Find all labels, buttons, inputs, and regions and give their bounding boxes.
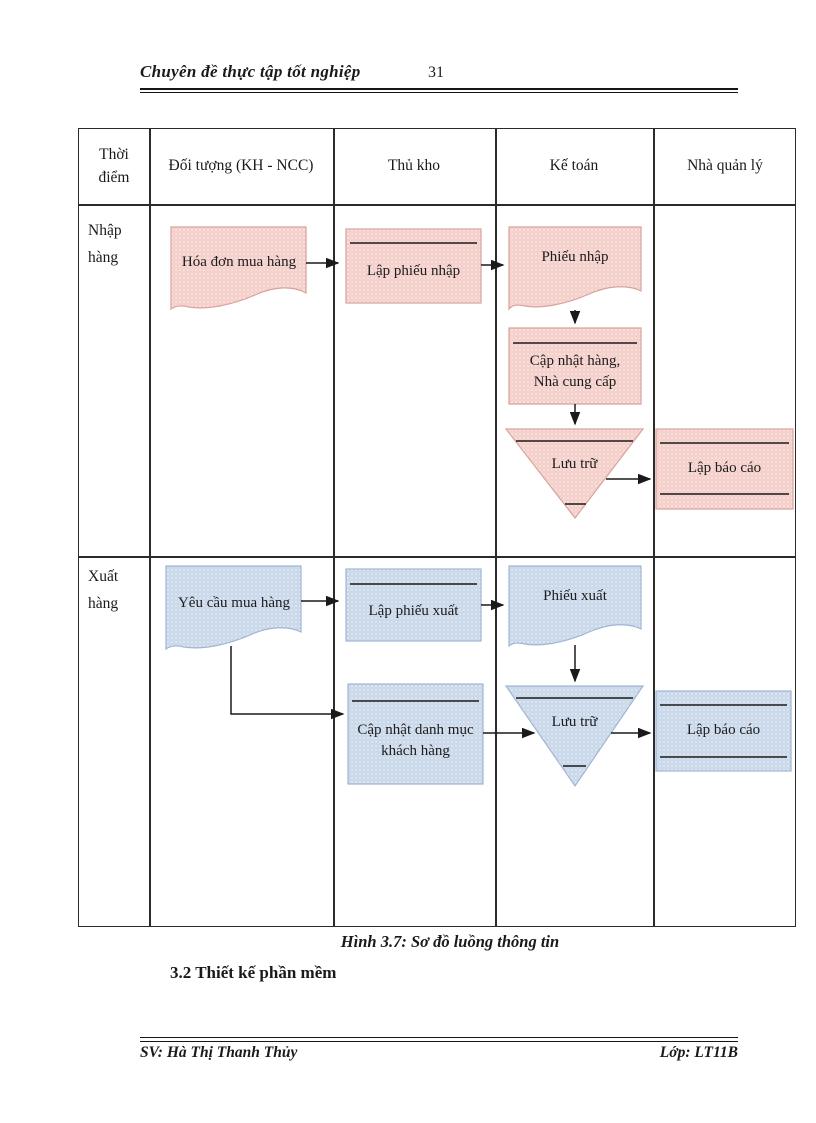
page-number: 31 (428, 64, 444, 81)
grid-vline-1 (149, 129, 151, 926)
col-header-thoi-diem: Thời điểm (98, 146, 130, 186)
grid-vline-4 (653, 129, 655, 926)
footer-rule (140, 1037, 738, 1042)
elbow-arrow-connector (230, 646, 345, 720)
process-box-lap-phieu-nhap (345, 228, 482, 304)
col-header-nha-quan-ly: Nhà quản lý (687, 157, 763, 175)
storage-triangle-nhap (504, 428, 645, 519)
flowchart-shapes (165, 226, 794, 788)
document-shape-yeu-cau (165, 565, 302, 651)
header-rule (140, 88, 738, 93)
report-box-lap-bao-cao-xuat (655, 690, 792, 772)
grid-vline-2 (333, 129, 335, 926)
document-shape-phieu-nhap (508, 226, 642, 311)
information-flow-table: Thời điểm Đối tượng (KH - NCC) Thủ kho K… (78, 128, 796, 927)
section-heading: 3.2 Thiết kế phần mềm (170, 963, 337, 982)
footer-class: Lớp: LT11B (659, 1044, 738, 1061)
process-box-cap-nhat-danh-muc (347, 683, 484, 785)
header-title: Chuyên đề thực tập tốt nghiệp (140, 62, 361, 81)
grid-hline-rows (79, 556, 795, 558)
page-footer: SV: Hà Thị Thanh Thủy Lớp: LT11B (140, 1044, 738, 1062)
process-box-lap-phieu-xuat (345, 568, 482, 642)
document-shape-hoa-don (170, 226, 307, 311)
page-header: Chuyên đề thực tập tốt nghiệp 31 (140, 62, 737, 88)
col-header-ke-toan: Kế toán (549, 157, 599, 175)
storage-triangle-xuat (504, 685, 645, 788)
document-shape-phieu-xuat (508, 565, 642, 648)
footer-student-name: SV: Hà Thị Thanh Thủy (140, 1044, 298, 1061)
col-header-doi-tuong: Đối tượng (KH - NCC) (168, 157, 314, 175)
grid-hline-header (79, 204, 795, 206)
col-header-thu-kho: Thủ kho (387, 157, 441, 175)
grid-vline-3 (495, 129, 497, 926)
report-box-lap-bao-cao-nhap (655, 428, 794, 510)
figure-caption: Hình 3.7: Sơ đồ luồng thông tin (340, 932, 560, 951)
process-box-cap-nhat-hang (508, 327, 642, 405)
row-label-xuat-hang: Xuất hàng (88, 568, 119, 613)
row-label-nhap-hang: Nhập hàng (88, 222, 122, 267)
